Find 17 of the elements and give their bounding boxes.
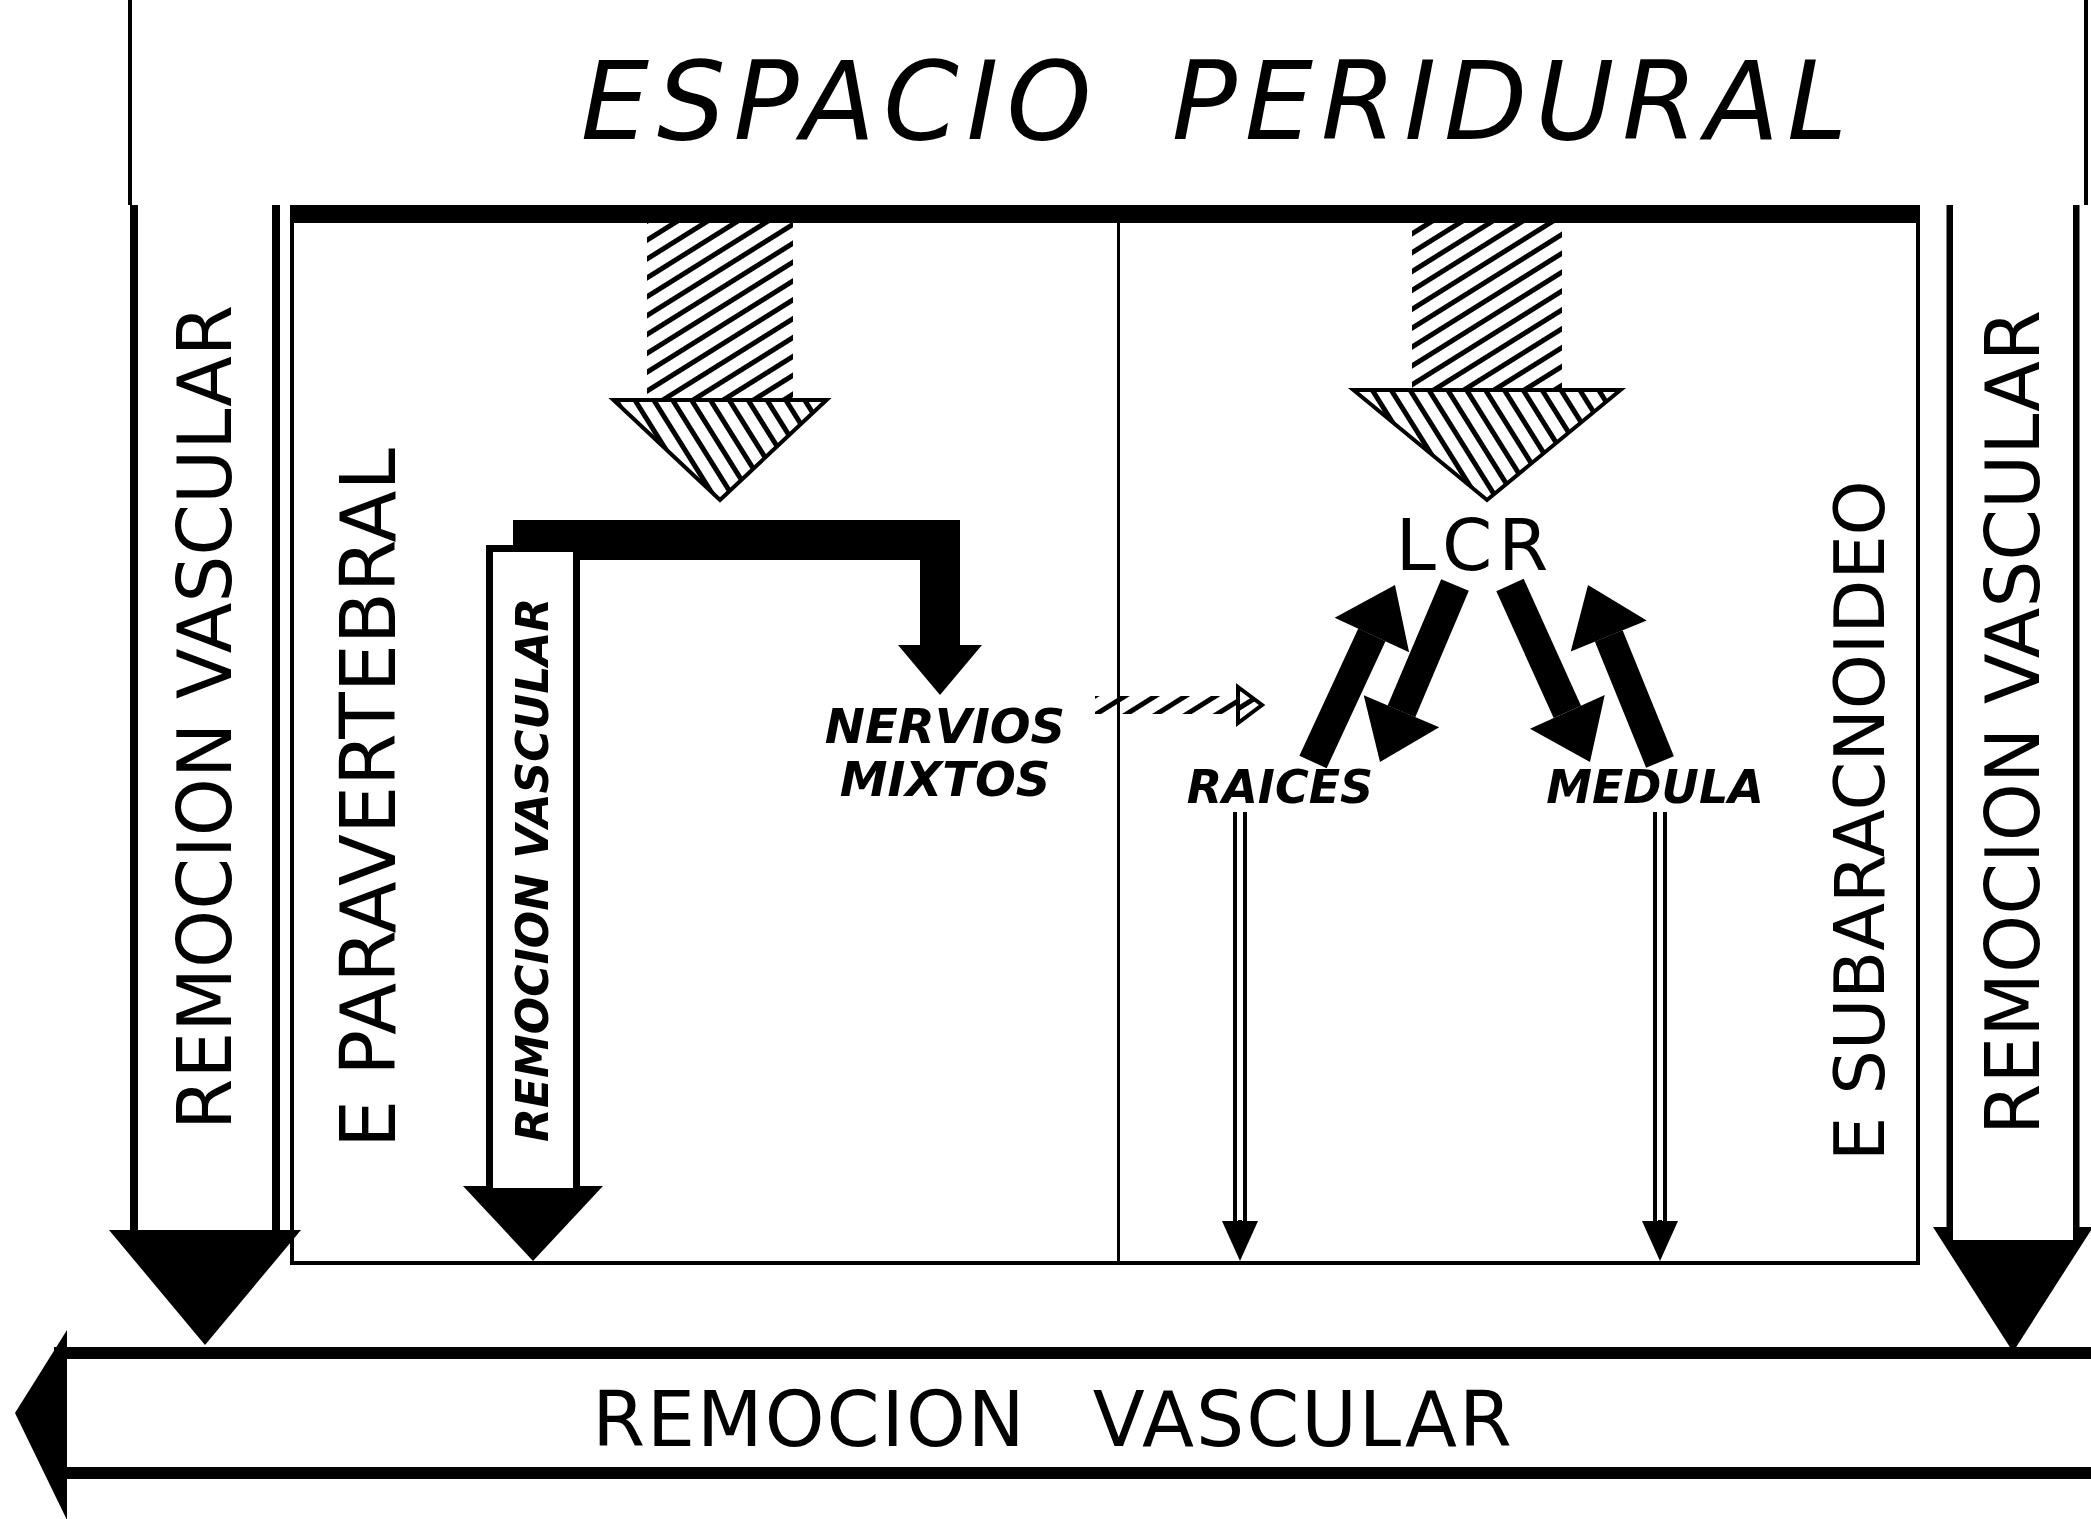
- node-label: RAICES: [1160, 762, 1400, 812]
- edge-label: REMOCION VASCULAR: [1953, 205, 2073, 1240]
- band-label: REMOCION VASCULAR: [592, 1378, 1514, 1462]
- compartment-box: [1120, 205, 1920, 1265]
- node-label: LCR: [1350, 395, 1600, 585]
- compartment-label: E PARAVERTEBRAL: [323, 447, 414, 1150]
- arrow: [1642, 810, 1678, 1261]
- node-label: NERVIOS MIXTOS: [795, 695, 1095, 810]
- arrow: [109, 205, 301, 1345]
- arrow: [1095, 685, 1264, 725]
- node-label: MEDULA: [1530, 762, 1780, 812]
- arrow: [1222, 810, 1258, 1261]
- edge-label: REMOCION VASCULAR: [138, 205, 272, 1230]
- arrow: [1496, 578, 1605, 762]
- region-label: ESPACIO PERIDURAL: [580, 43, 1856, 162]
- arrow: [1570, 585, 1674, 768]
- compartment-label: E SUBARACNOIDEO: [1818, 479, 1902, 1163]
